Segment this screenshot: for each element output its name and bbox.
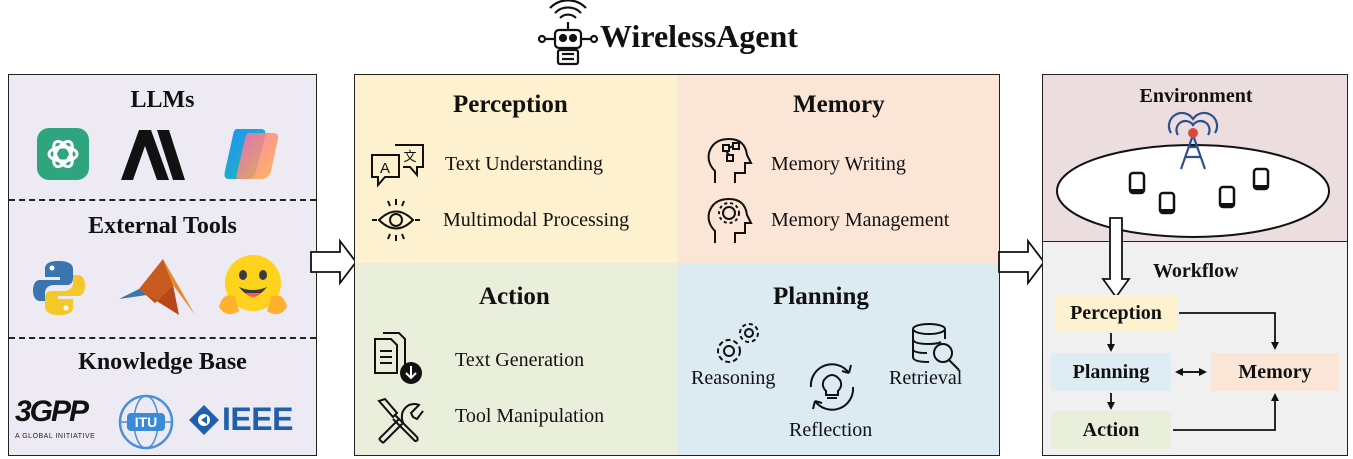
multimodal-processing-label: Multimodal Processing [443, 209, 630, 231]
title-group: WirelessAgent [530, 0, 850, 72]
environment-section: Environment [1043, 75, 1347, 241]
text-understanding-label: Text Understanding [445, 153, 604, 175]
svg-text:ITU: ITU [135, 414, 158, 430]
matlab-icon [119, 259, 195, 315]
network-diagram-icon [1056, 111, 1330, 238]
reasoning-label: Reasoning [691, 367, 776, 389]
modules-panel: Perception A 文 Text Understanding Multim… [354, 74, 1000, 456]
retrieval-label: Retrieval [889, 367, 963, 389]
perception-title: Perception [453, 91, 568, 118]
3gpp-logo: 3GPP A GLOBAL INITIATIVE [15, 395, 96, 440]
perception-module: Perception A 文 Text Understanding Multim… [355, 75, 677, 263]
reflection-bulb-icon [809, 363, 855, 411]
huggingface-icon [219, 255, 287, 315]
gears-icon [717, 323, 759, 363]
workflow-planning: Planning [1051, 353, 1171, 391]
workflow-arrows [1107, 312, 1279, 431]
ieee-logo: IEEE [189, 401, 307, 441]
planning-module: Planning Reasoning Retrieval [677, 263, 999, 455]
tools-icon [377, 397, 424, 444]
documents-download-icon [374, 332, 422, 384]
memory-module: Memory Memory Writing Memory Management [677, 75, 999, 263]
section-divider [9, 199, 316, 201]
python-icon [33, 261, 85, 315]
svg-text:A: A [380, 160, 390, 177]
ieee-diamond-icon [189, 405, 219, 435]
itu-logo: ITU [118, 394, 174, 450]
section-divider [9, 337, 316, 339]
memory-title: Memory [793, 91, 885, 118]
translate-icon: A 文 [371, 144, 424, 188]
anthropic-icon [121, 130, 185, 180]
resources-panel: LLMs External Tools [8, 74, 317, 456]
llms-heading: LLMs [130, 87, 195, 113]
memory-writing-label: Memory Writing [771, 153, 906, 175]
brain-head-icon [707, 137, 753, 183]
eye-chip-icon [372, 199, 420, 241]
reflection-label: Reflection [789, 419, 873, 441]
action-title: Action [479, 283, 550, 310]
workflow-heading: Workflow [1153, 260, 1239, 282]
flow-arrow-right [310, 238, 358, 286]
database-search-icon [912, 323, 960, 371]
environment-heading: Environment [1139, 85, 1253, 107]
page-title: WirelessAgent [600, 18, 798, 54]
workflow-action: Action [1051, 411, 1171, 449]
gear-head-icon [707, 197, 753, 243]
workflow-memory: Memory [1211, 353, 1339, 391]
action-module: Action Text Generation Tool Manipulation [355, 263, 677, 455]
text-generation-label: Text Generation [455, 349, 585, 371]
flow-arrow-right [998, 238, 1046, 286]
chatgpt-icon [37, 128, 89, 180]
svg-text:文: 文 [403, 150, 416, 165]
workflow-perception: Perception [1055, 295, 1177, 331]
knowledge-base-heading: Knowledge Base [78, 349, 247, 375]
external-tools-heading: External Tools [88, 213, 237, 239]
environment-workflow-panel: Environment Workflow [1042, 74, 1348, 456]
planning-title: Planning [773, 283, 869, 310]
memory-management-label: Memory Management [771, 209, 950, 231]
downward-flow-arrow [1101, 217, 1131, 299]
copilot-icon [224, 129, 279, 179]
robot-antenna-icon [537, 0, 599, 66]
tool-manipulation-label: Tool Manipulation [455, 405, 605, 427]
